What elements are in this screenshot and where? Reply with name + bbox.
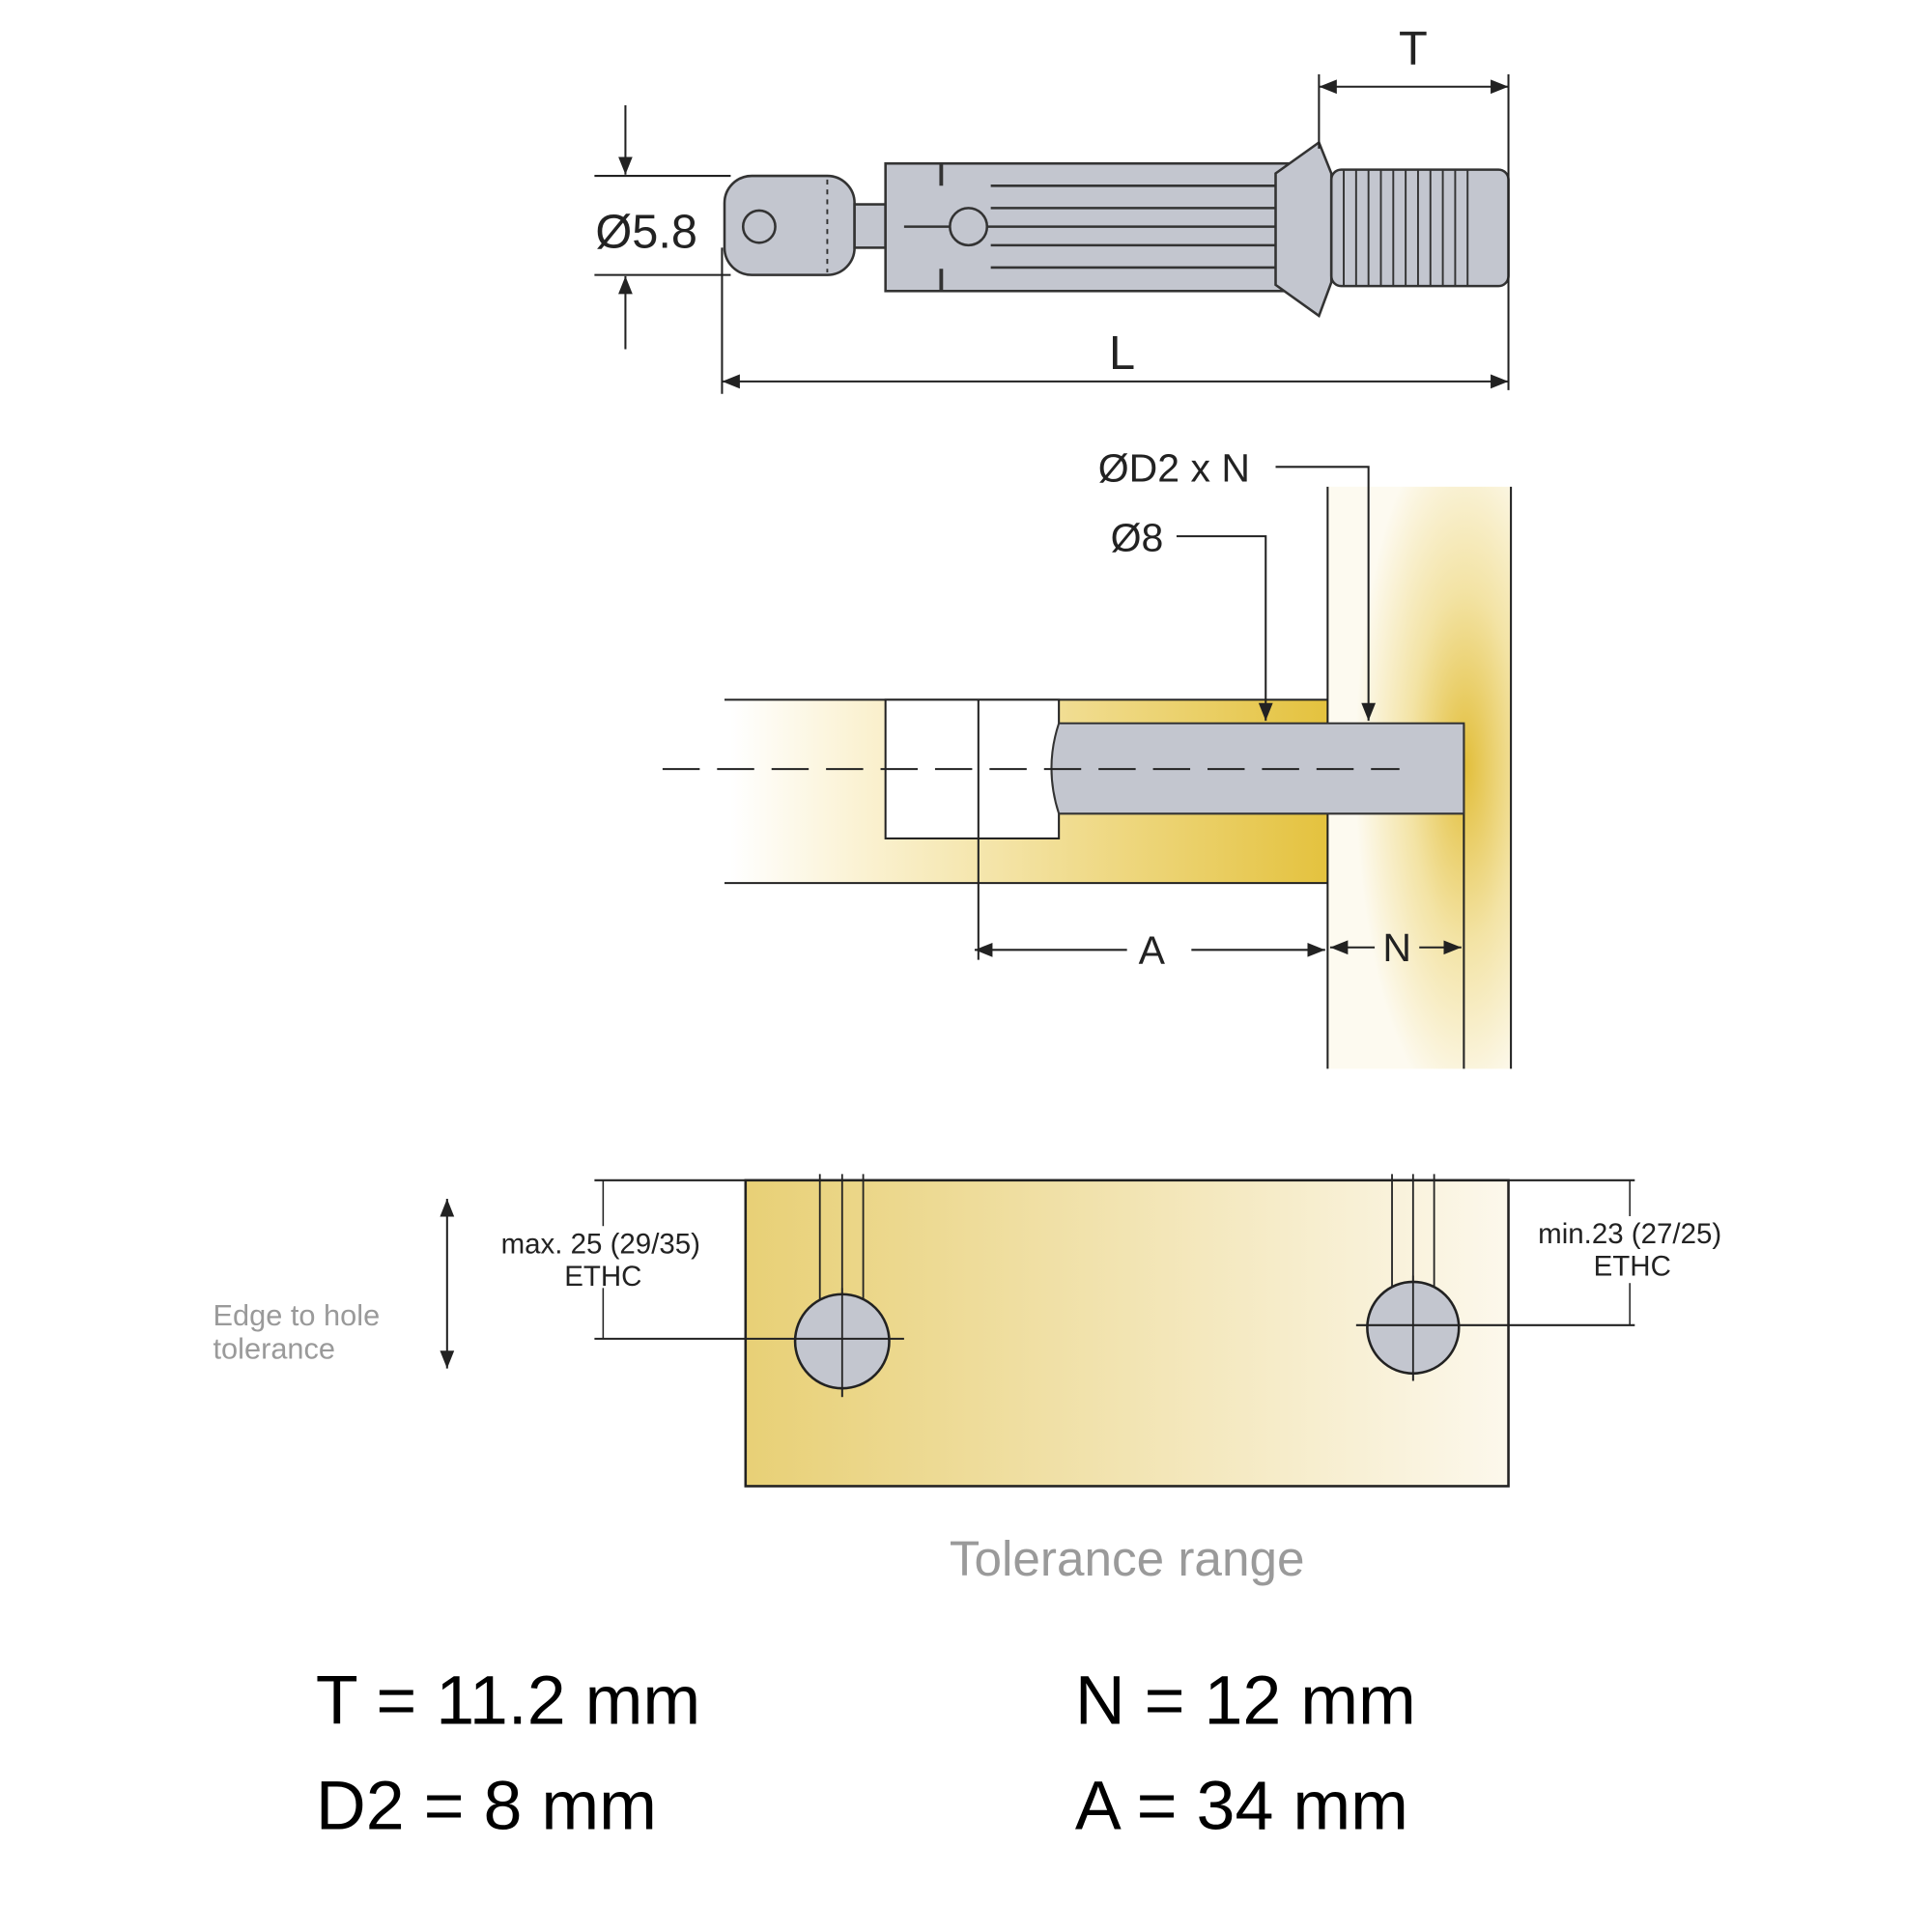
- connector-side-view: [723, 140, 1510, 318]
- right-dimension-sub: ETHC: [1594, 1251, 1671, 1283]
- specs: T = 11.2 mm N = 12 mm D2 = 8 mm A = 34 m…: [316, 1662, 1416, 1845]
- left-dimension-sub: ETHC: [564, 1261, 641, 1293]
- section-view: ØD2 x N Ø8 A N: [662, 446, 1513, 1069]
- label-A: A: [1139, 927, 1166, 972]
- edge-label-line2: tolerance: [213, 1331, 335, 1365]
- connector-cone: [1274, 140, 1333, 318]
- spec-D2: D2 = 8 mm: [316, 1768, 657, 1845]
- label-d8: Ø8: [1111, 516, 1164, 560]
- dimension-L: L: [721, 247, 1509, 394]
- label-d2-x-n: ØD2 x N: [1098, 446, 1250, 491]
- label-diameter: Ø5.8: [595, 206, 697, 258]
- dimension-T: T: [1318, 23, 1510, 390]
- label-T: T: [1399, 23, 1428, 75]
- right-dimension: min.23 (27/25): [1538, 1218, 1721, 1250]
- tolerance-view: max. 25 (29/35) ETHC min.23 (27/25) ETHC…: [213, 1174, 1721, 1586]
- left-dimension: max. 25 (29/35): [501, 1228, 700, 1260]
- tolerance-caption: Tolerance range: [950, 1531, 1305, 1586]
- spec-A: A = 34 mm: [1075, 1768, 1408, 1845]
- dimension-diameter: Ø5.8: [594, 104, 731, 350]
- edge-label-line1: Edge to hole: [213, 1298, 381, 1332]
- connector-thread: [1329, 168, 1510, 288]
- label-L: L: [1109, 327, 1135, 380]
- dowel: [1050, 722, 1465, 815]
- spec-T: T = 11.2 mm: [316, 1662, 700, 1740]
- label-N: N: [1382, 925, 1411, 970]
- spec-N: N = 12 mm: [1075, 1662, 1416, 1740]
